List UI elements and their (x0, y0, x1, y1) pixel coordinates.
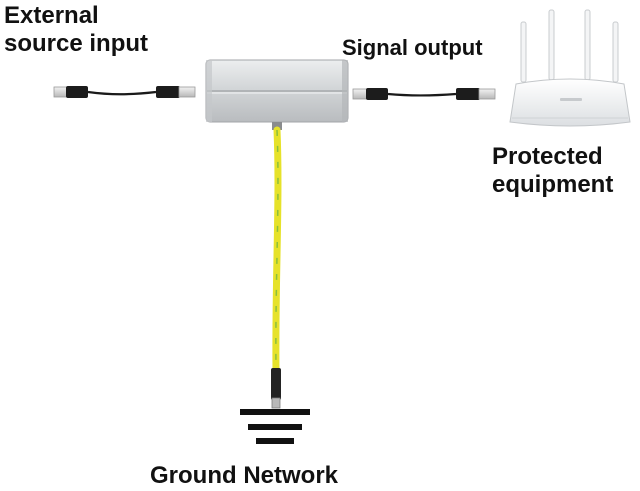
wifi-router-icon (509, 9, 631, 127)
external-source-input-label: External source input (4, 2, 149, 58)
protected-equipment-label: Protected equipment (492, 143, 614, 199)
input-cable-icon (53, 86, 196, 98)
surge-protector-icon (205, 59, 349, 123)
ground-wire-icon (271, 122, 282, 409)
ground-network-label: Ground Network (150, 462, 339, 489)
output-cable-icon (352, 88, 496, 100)
signal-output-label: Signal output (342, 35, 483, 60)
ground-symbol-icon (240, 409, 310, 444)
